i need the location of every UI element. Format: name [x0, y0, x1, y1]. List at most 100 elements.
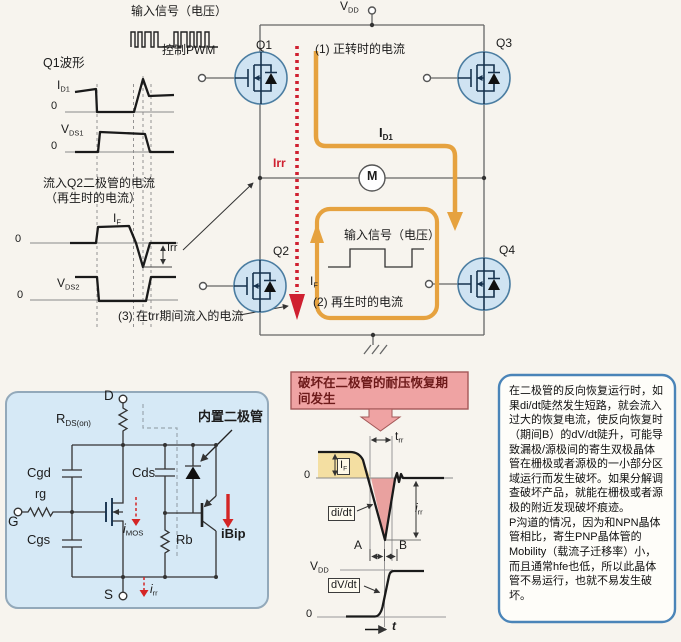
explanation-panel: 在二极管的反向恢复运行时，如果di/dt陡然发生短路，就会流入过大的恢复电流，使…	[499, 375, 675, 622]
rg-resistor	[22, 506, 106, 518]
rds-resistor	[117, 403, 129, 445]
ground-symbol-icon	[363, 335, 388, 355]
zero-label: 0	[51, 100, 58, 112]
time-axis-label: t	[392, 619, 396, 633]
annotation-arrow-1	[182, 182, 254, 251]
irr-label-2: irr	[150, 582, 158, 598]
explanation-paragraph-1: 在二极管的反向恢复运行时，如果di/dt陡然发生短路，就会流入过大的恢复电流，使…	[509, 385, 664, 514]
q1-waveforms	[30, 31, 289, 328]
forward-current-arrowhead	[447, 212, 463, 231]
mosfet-q4	[457, 257, 511, 311]
cgd-cgs-branch	[62, 445, 82, 577]
note-panel-border	[497, 373, 677, 624]
zero-label: 0	[17, 289, 24, 301]
period-b-label: B	[399, 538, 408, 552]
zero-label: 0	[15, 233, 22, 245]
irr-arrowhead	[289, 294, 305, 320]
input-signal-label: 输入信号（电压）	[131, 4, 228, 18]
drain-label: D	[104, 388, 114, 403]
recovery-current-wave	[318, 450, 444, 542]
imos-label: iMOS	[123, 522, 144, 538]
source-terminal	[118, 591, 128, 601]
vds1-label: VDS1	[61, 122, 84, 138]
mosfet-q3	[457, 51, 511, 105]
gate-leads	[205, 77, 458, 287]
didt-pointer	[356, 503, 374, 512]
if-label: IF	[113, 211, 121, 227]
q4-gate-terminal	[424, 279, 434, 289]
id1-path-label: ID1	[379, 125, 393, 142]
builtin-diode-icon	[185, 466, 201, 479]
id1-label: ID1	[57, 78, 70, 94]
pwm-pulse-train	[130, 31, 218, 48]
note2-label: (2) 再生时的电流	[313, 295, 404, 309]
regen-current-label: （再生时的电流）	[45, 191, 142, 205]
recovery-loop-dashed	[142, 404, 178, 556]
cgd-label: Cgd	[27, 465, 51, 480]
trr-label: trr	[395, 429, 404, 445]
equivalent-circuit-panel	[5, 391, 269, 609]
rb-resistor	[159, 513, 171, 577]
irr-red-label: Irr	[273, 156, 286, 170]
loop-if-label: IF	[310, 274, 318, 290]
regen-current-loop	[314, 206, 440, 321]
loop-input-signal-label: 输入信号（电压）	[344, 228, 441, 242]
rb-label: Rb	[176, 532, 193, 547]
builtin-diode-leads	[185, 445, 201, 513]
if-wave	[70, 224, 176, 269]
zero-label: 0	[51, 140, 58, 152]
mosfet-q2	[233, 259, 287, 313]
cds-label: Cds	[132, 465, 156, 480]
if-box-label: IF	[337, 458, 351, 475]
drain-terminal	[118, 394, 128, 404]
timing-guides	[96, 76, 152, 328]
forward-current-path	[313, 51, 458, 216]
breakdown-title-box	[290, 371, 469, 410]
vds1-wave	[75, 130, 174, 154]
zero-label: 0	[304, 469, 311, 481]
builtin-diode-label: 内置二极管	[198, 409, 264, 424]
loop-square-wave	[328, 248, 424, 268]
q3-label: Q3	[496, 36, 513, 50]
zero-label: 0	[306, 608, 313, 620]
period-a-label: A	[354, 538, 363, 552]
ibip-label: iBip	[221, 526, 246, 541]
bjt-emitter	[203, 495, 217, 508]
note3-label: (3) 在trr期间流入的电流	[118, 309, 244, 323]
dvdt-box-label: dV/dt	[328, 578, 360, 594]
vdd-wave	[346, 569, 424, 618]
source-label: S	[104, 587, 114, 602]
rg-label: rg	[35, 487, 47, 501]
cds-capacitor	[155, 445, 175, 513]
vdd-label: VDD	[340, 0, 359, 15]
regen-loop-arrowhead	[310, 223, 324, 243]
motor-icon	[358, 164, 386, 192]
dvdt-pointer	[363, 585, 381, 594]
pwm-label: 控制PWM	[162, 43, 216, 57]
bjt-leads	[202, 445, 217, 577]
id1-wave	[74, 77, 175, 114]
q2-gate-terminal	[198, 281, 208, 291]
q2-label: Q2	[273, 244, 290, 258]
recovery-shaded-area	[371, 478, 396, 539]
q2-diode-current-label: 流入Q2二极管的电流	[43, 176, 156, 190]
q3-gate-terminal	[422, 73, 432, 83]
breakdown-title: 破坏在二极管的耐压恢复期间发生	[298, 376, 449, 406]
vds2-wave	[75, 275, 176, 303]
hbridge-circuit	[197, 6, 511, 355]
cgs-label: Cgs	[27, 532, 51, 547]
mosfet-q1	[234, 51, 288, 105]
q1-label: Q1	[256, 38, 273, 52]
breakdown-waveform	[290, 371, 469, 634]
gate-label: G	[8, 514, 19, 529]
down-block-arrow-icon	[359, 408, 402, 432]
note1-label: (1) 正转时的电流	[315, 42, 406, 56]
q4-label: Q4	[499, 243, 516, 257]
irr-label-3: irr	[415, 501, 423, 517]
q1-gate-terminal	[197, 73, 207, 83]
irr-label: Irr	[167, 242, 178, 254]
explanation-paragraph-2: P沟道的情况，因为和NPN晶体管相比，寄生PNP晶体管的Mobility（载流子…	[509, 516, 661, 602]
didt-box-label: di/dt	[328, 506, 355, 522]
